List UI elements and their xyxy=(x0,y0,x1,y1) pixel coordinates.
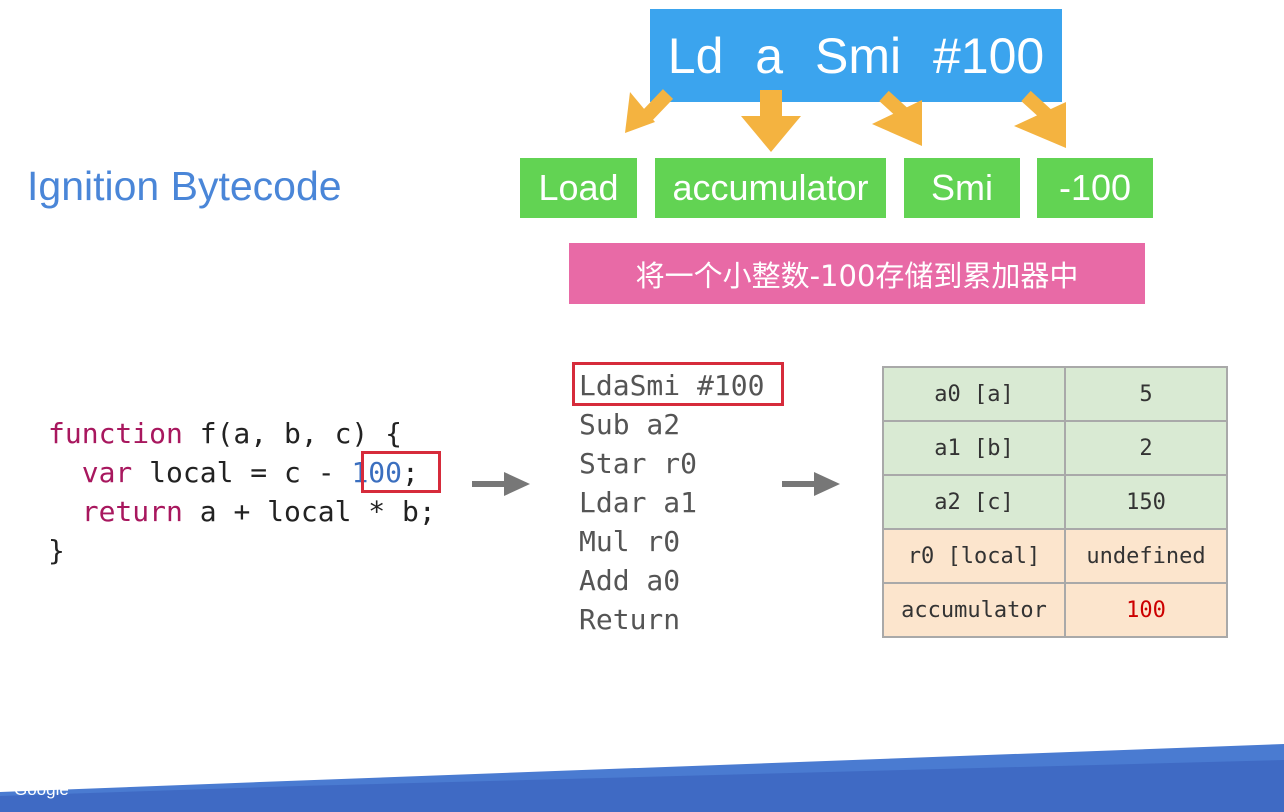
code-keyword: return xyxy=(81,495,183,528)
code-number: 100 xyxy=(351,456,403,489)
footer-banner xyxy=(0,744,1284,812)
literal-highlight-box xyxy=(361,451,441,493)
current-instruction-highlight xyxy=(572,362,784,406)
code-text: a + local * b; xyxy=(182,495,436,528)
register-name: r0 [local] xyxy=(882,528,1066,584)
bytecode-instruction: Sub a2 xyxy=(579,408,681,441)
instruction-box: Ld a Smi #100 xyxy=(650,9,1062,102)
register-name: a0 [a] xyxy=(882,366,1066,422)
arrow-to-number-icon xyxy=(1014,90,1066,148)
accumulator-value: 100 xyxy=(1064,582,1228,638)
code-text: ; xyxy=(402,456,419,489)
code-text: } xyxy=(48,534,65,567)
breakdown-smi: Smi xyxy=(904,158,1020,218)
arrow-to-accumulator-icon xyxy=(741,90,801,152)
source-code: function f(a, b, c) { var local = c - 10… xyxy=(48,414,436,570)
register-value: undefined xyxy=(1064,528,1228,584)
bytecode-instruction: LdaSmi #100 xyxy=(579,369,765,402)
bytecode-instruction: Ldar a1 xyxy=(579,486,698,519)
slide-title: Ignition Bytecode xyxy=(27,163,342,209)
bytecode-instruction: Add a0 xyxy=(579,564,681,597)
google-logo: Google xyxy=(14,780,69,799)
register-name: a1 [b] xyxy=(882,420,1066,476)
code-keyword: var xyxy=(81,456,133,489)
breakdown-accumulator: accumulator xyxy=(655,158,886,218)
register-row: a2 [c] 150 xyxy=(882,474,1228,530)
bytecode-list: LdaSmi #100 Sub a2 Star r0 Ldar a1 Mul r… xyxy=(579,366,764,639)
arrow-to-smi-icon xyxy=(872,90,922,146)
bytecode-instruction: Star r0 xyxy=(579,447,698,480)
right-arrow-icon xyxy=(782,472,840,496)
register-value: 5 xyxy=(1064,366,1228,422)
bytecode-instruction: Return xyxy=(579,603,681,636)
register-name: accumulator xyxy=(882,582,1066,638)
right-arrow-icon xyxy=(472,472,530,496)
arrow-to-load-icon xyxy=(625,89,674,133)
breakdown-load: Load xyxy=(520,158,637,218)
register-row: accumulator 100 xyxy=(882,582,1228,638)
register-row: a1 [b] 2 xyxy=(882,420,1228,476)
register-row: r0 [local] undefined xyxy=(882,528,1228,584)
caption-banner: 将一个小整数-100存储到累加器中 xyxy=(569,243,1145,304)
register-value: 150 xyxy=(1064,474,1228,530)
breakdown-value: -100 xyxy=(1037,158,1153,218)
orange-arrows xyxy=(625,89,1066,152)
code-keyword: function xyxy=(48,417,183,450)
code-text: f(a, b, c) { xyxy=(182,417,403,450)
code-text: local = c - xyxy=(132,456,352,489)
register-value: 2 xyxy=(1064,420,1228,476)
register-table: a0 [a] 5 a1 [b] 2 a2 [c] 150 r0 [local] … xyxy=(882,366,1228,638)
register-row: a0 [a] 5 xyxy=(882,366,1228,422)
register-name: a2 [c] xyxy=(882,474,1066,530)
bytecode-instruction: Mul r0 xyxy=(579,525,681,558)
